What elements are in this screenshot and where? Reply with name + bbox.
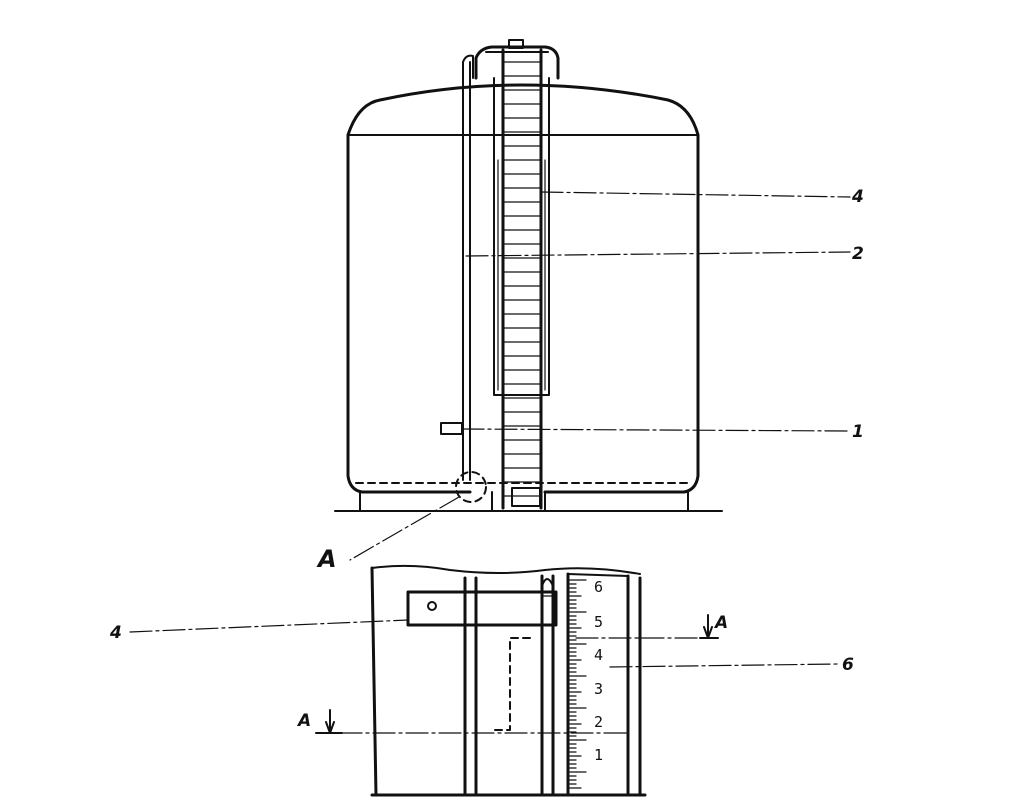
scale-mark-2: 2 <box>594 713 603 731</box>
detail-break-edge <box>371 564 641 575</box>
scale-ticks <box>569 579 587 789</box>
callout-tank-2: 2 <box>852 244 864 264</box>
callout-tank-1: 1 <box>852 422 864 442</box>
scale-mark-5: 5 <box>594 613 603 631</box>
detail-strip-top <box>541 578 554 587</box>
clamp-band <box>406 590 558 627</box>
leader-detail-6 <box>609 663 839 668</box>
scale-mark-1: 1 <box>594 746 603 764</box>
level-tube <box>462 54 474 481</box>
tank-roof <box>346 83 700 137</box>
tank-elevation <box>334 39 723 512</box>
clamp-hole <box>427 601 437 611</box>
section-label-right: A <box>713 613 728 633</box>
bracket-item-1 <box>440 422 463 435</box>
scale-board-top <box>567 573 629 577</box>
tank-leaders <box>349 191 851 561</box>
section-label-left: A <box>296 711 311 731</box>
detail-left-edge <box>370 566 378 797</box>
hidden-bracket <box>489 637 531 731</box>
tank-base <box>359 491 689 512</box>
scale-mark-3: 3 <box>594 680 603 698</box>
manhole-lug <box>508 39 524 49</box>
float-guide-frame <box>493 77 550 396</box>
tank-right-wall <box>543 133 700 494</box>
section-arrow-left <box>315 709 343 734</box>
gauge-foot <box>511 487 541 507</box>
scale-mark-4: 4 <box>594 646 603 664</box>
section-arrow-right <box>699 614 719 639</box>
gauge-segments <box>502 61 542 497</box>
scale-mark-6: 6 <box>594 578 603 596</box>
detail-a-view <box>129 564 839 797</box>
callout-detail-6: 6 <box>842 655 854 675</box>
callout-tank-4: 4 <box>851 187 864 207</box>
callout-detail-a: A <box>316 545 337 573</box>
callout-detail-4: 4 <box>109 623 122 643</box>
tank-left-wall <box>346 133 472 494</box>
detail-a-circle <box>455 471 487 503</box>
leader-detail-4 <box>129 619 409 633</box>
